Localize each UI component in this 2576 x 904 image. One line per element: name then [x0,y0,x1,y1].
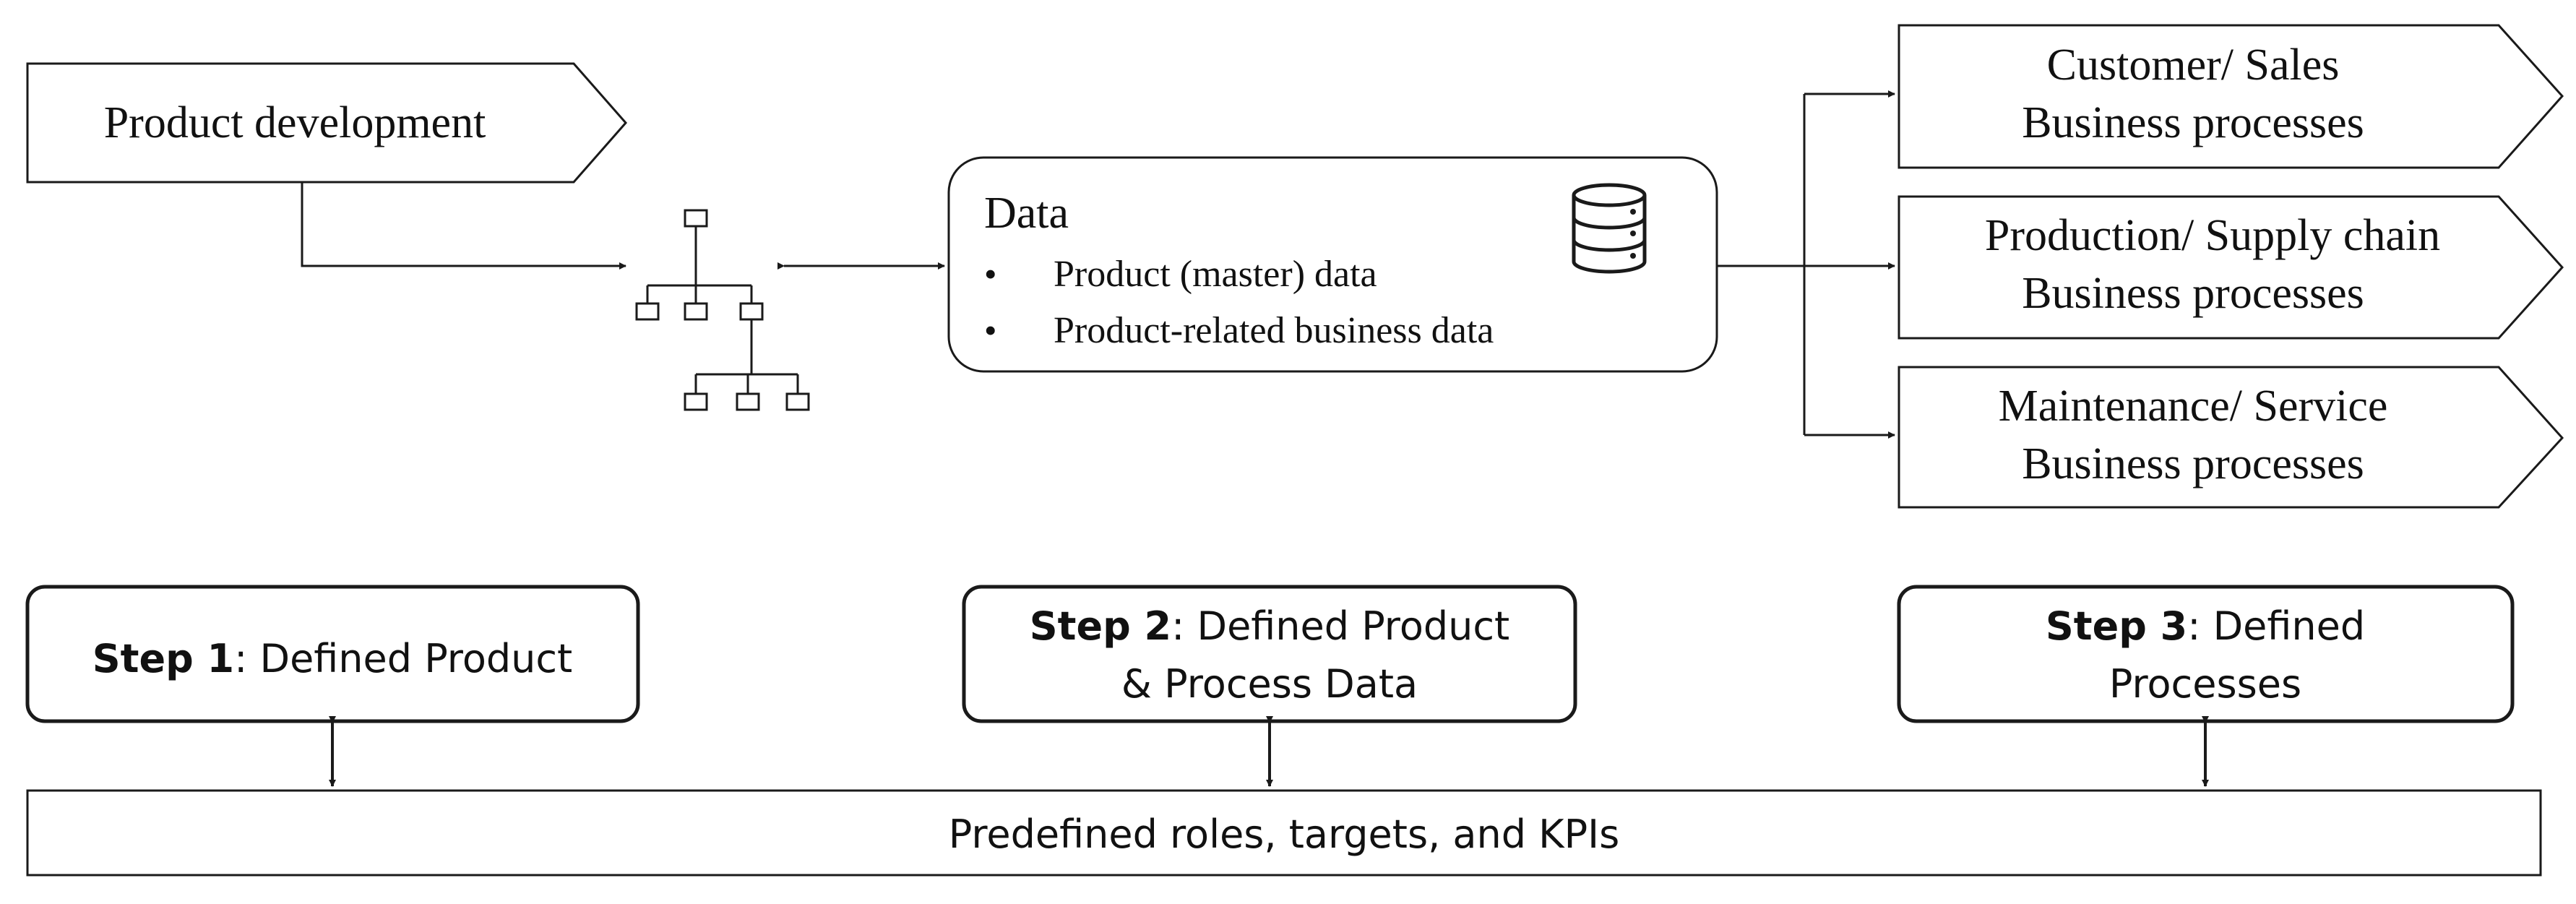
process-line-2: Business processes [2022,269,2364,318]
org-chart-icon [635,209,810,411]
process-line-2: Business processes [2022,98,2364,147]
data-title: Data [984,189,1069,238]
product-development-shape: Product development [26,62,627,184]
arrow-product-to-hierarchy [301,182,626,270]
step-3-text-line2: Processes [2109,661,2301,707]
bullet-marker: • [984,254,997,294]
process-line-1: Maintenance/ Service [1999,382,2388,431]
process-line-1: Customer/ Sales [2047,40,2340,90]
step-1-text: Step 1: Defined Product [92,636,572,681]
step-2-rest: : Defined Product [1171,603,1509,649]
step-3-box: Step 3: Defined Processes [1897,585,2515,723]
process-production-supply-chain: Production/ Supply chain Business proces… [1897,195,2564,340]
step-3-text-line1: Step 3: Defined [2046,603,2365,649]
step-1-rest: : Defined Product [234,636,572,681]
data-bullet-1: Product (master) data [1054,254,1377,295]
step-2-text-line1: Step 2: Defined Product [1030,603,1509,649]
process-line-2: Business processes [2022,439,2364,488]
database-icon [1572,183,1647,274]
step-2-text-line2: & Process Data [1121,661,1418,707]
process-line-1: Production/ Supply chain [1985,211,2440,260]
data-box: Data • Product (master) data • Product-r… [947,156,1718,373]
step-1-bold: Step 1 [92,636,234,681]
step-3-bold: Step 3 [2046,603,2187,649]
process-customer-sales: Customer/ Sales Business processes [1897,24,2564,169]
process-connectors [1717,90,1895,439]
step-2-box: Step 2: Defined Product & Process Data [962,585,1577,723]
bullet-marker: • [984,310,997,350]
step-1-box: Step 1: Defined Product [25,585,640,723]
foundation-bar: Predefined roles, targets, and KPIs [26,789,2542,877]
step-2-bold: Step 2 [1030,603,1171,649]
process-maintenance-service: Maintenance/ Service Business processes [1897,366,2564,509]
data-bullet-2: Product-related business data [1054,310,1494,351]
step-3-rest: : Defined [2187,603,2365,649]
product-development-label: Product development [104,98,486,147]
foundation-label: Predefined roles, targets, and KPIs [949,812,1619,857]
